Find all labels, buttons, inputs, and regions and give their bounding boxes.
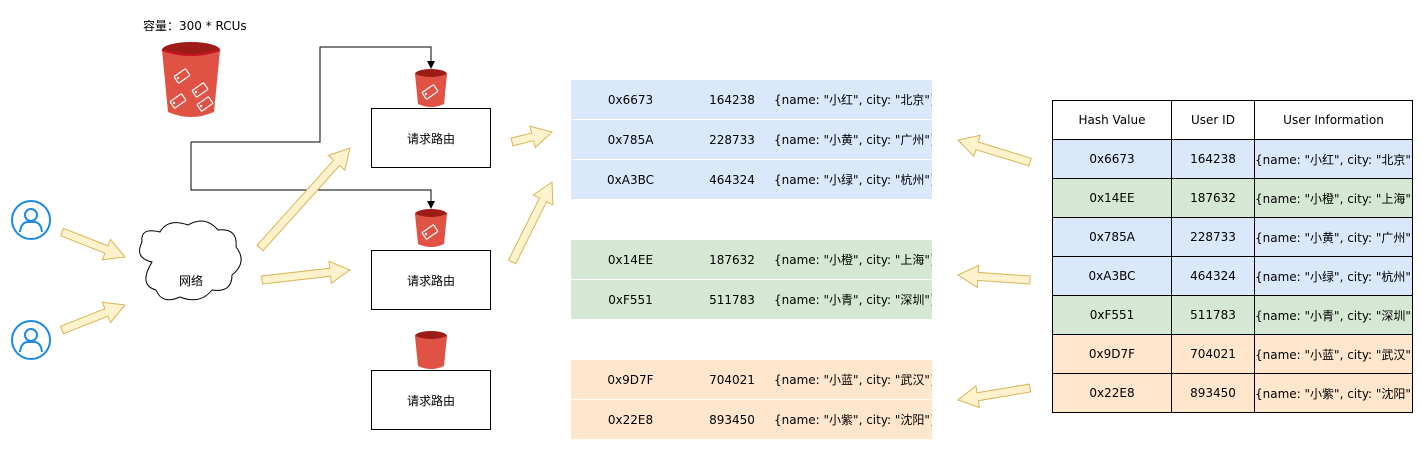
user-id-cell: 464324 xyxy=(690,159,774,200)
router-label: 请求路由 xyxy=(406,131,455,146)
hash-cell: 0x6673 xyxy=(571,80,690,120)
hash-cell: 0x785A xyxy=(1052,217,1172,257)
capacity-label: 容量：300 * RCUs xyxy=(143,19,247,33)
bucket-icon xyxy=(415,209,447,247)
router-label: 请求路由 xyxy=(406,273,455,288)
user-info-cell: {name: "小黄", city: "广州"} xyxy=(1254,217,1413,257)
hash-cell: 0x9D7F xyxy=(571,360,690,400)
user-id-cell: 187632 xyxy=(1171,178,1255,218)
router-label: 请求路由 xyxy=(406,393,455,408)
fat-arrow-icon xyxy=(59,301,126,335)
hash-cell: 0x22E8 xyxy=(571,399,690,440)
user-info-cell: {name: "小青", city: "深圳"} xyxy=(774,279,932,320)
user-id-cell: 164238 xyxy=(690,80,774,120)
user-info-cell: {name: "小紫", city: "沈阳"} xyxy=(1254,373,1413,413)
user-info-cell: {name: "小橙", city: "上海"} xyxy=(774,240,932,280)
user-info-cell: {name: "小绿", city: "杭州"} xyxy=(1254,256,1413,296)
hash-cell: 0xA3BC xyxy=(1052,256,1172,296)
hash-cell: 0xF551 xyxy=(571,279,690,320)
column-header-hash: Hash Value xyxy=(1052,100,1172,140)
hash-cell: 0xF551 xyxy=(1052,295,1172,335)
user-info-cell: {name: "小橙", city: "上海"} xyxy=(1254,178,1413,218)
request-router-box: 请求路由 xyxy=(371,108,491,168)
user-id-cell: 893450 xyxy=(1171,373,1255,413)
user-info-cell: {name: "小黄", city: "广州"} xyxy=(774,119,932,160)
fat-arrow-icon xyxy=(957,134,1032,167)
user-id-cell: 704021 xyxy=(690,360,774,400)
network-label: 网络 xyxy=(179,274,204,288)
user-info-cell: {name: "小红", city: "北京"} xyxy=(774,80,932,120)
column-header-user-id: User ID xyxy=(1171,100,1255,140)
bucket-icon xyxy=(415,69,447,107)
fat-arrow-group xyxy=(59,125,1032,409)
user-info-cell: {name: "小红", city: "北京"} xyxy=(1254,139,1413,179)
user-hash-table: Hash Value User ID User Information 0x66… xyxy=(1052,100,1413,413)
user-icon xyxy=(11,200,51,240)
user-id-cell: 704021 xyxy=(1171,334,1255,374)
user-info-cell: {name: "小青", city: "深圳"} xyxy=(1254,295,1413,335)
request-router-box: 请求路由 xyxy=(371,250,491,310)
hash-cell: 0x14EE xyxy=(571,240,690,280)
fat-arrow-icon xyxy=(260,260,352,285)
user-id-cell: 511783 xyxy=(690,279,774,320)
user-id-cell: 464324 xyxy=(1171,256,1255,296)
hash-cell: 0x22E8 xyxy=(1052,373,1172,413)
user-id-cell: 164238 xyxy=(1171,139,1255,179)
fat-arrow-icon xyxy=(956,383,1032,409)
hash-cell: 0x6673 xyxy=(1052,139,1172,179)
connector-line xyxy=(191,46,435,143)
user-info-cell: {name: "小蓝", city: "武汉"} xyxy=(774,360,932,400)
user-info-cell: {name: "小紫", city: "沈阳"} xyxy=(774,399,932,440)
bucket-icon xyxy=(415,331,447,369)
fat-arrow-icon xyxy=(256,147,351,252)
fat-arrow-icon xyxy=(956,264,1031,289)
hash-cell: 0xA3BC xyxy=(571,159,690,200)
user-info-cell: {name: "小绿", city: "杭州"} xyxy=(774,159,932,200)
user-id-cell: 511783 xyxy=(1171,295,1255,335)
user-id-cell: 228733 xyxy=(690,119,774,160)
hash-cell: 0x785A xyxy=(571,119,690,160)
hash-cell: 0x14EE xyxy=(1052,178,1172,218)
hash-cell: 0x9D7F xyxy=(1052,334,1172,374)
fat-arrow-icon xyxy=(510,125,554,149)
table-header-row: Hash Value User ID User Information xyxy=(1052,100,1413,140)
fat-arrow-icon xyxy=(59,227,126,261)
user-id-cell: 187632 xyxy=(690,240,774,280)
user-id-cell: 893450 xyxy=(690,399,774,440)
bucket-icon xyxy=(161,41,221,118)
user-id-cell: 228733 xyxy=(1171,217,1255,257)
fat-arrow-icon xyxy=(507,181,554,265)
column-header-user-info: User Information xyxy=(1254,100,1413,140)
user-info-cell: {name: "小蓝", city: "武汉"} xyxy=(1254,334,1413,374)
user-icon xyxy=(11,320,51,360)
cloud-icon xyxy=(139,220,242,301)
request-router-box: 请求路由 xyxy=(371,370,491,430)
